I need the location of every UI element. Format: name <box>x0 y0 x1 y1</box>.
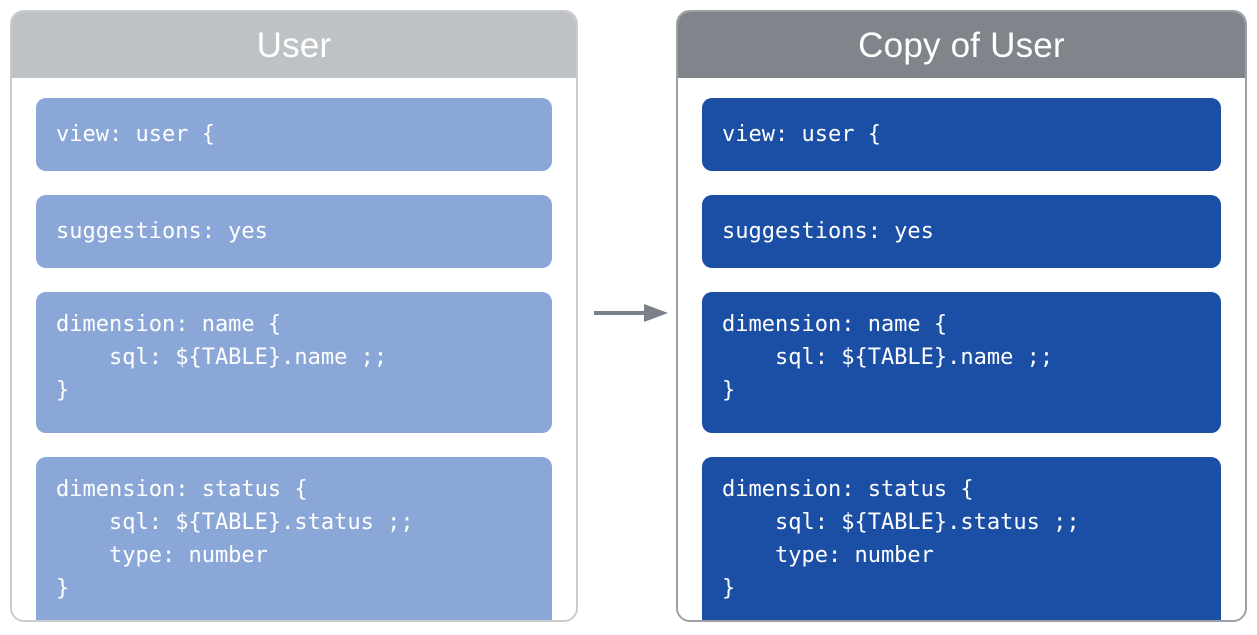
code-block-view-declaration[interactable]: view: user { <box>36 98 552 171</box>
panel-copy-body: view: user { suggestions: yes dimension:… <box>678 78 1245 620</box>
code-block-suggestions[interactable]: suggestions: yes <box>36 195 552 268</box>
code-block-dimension-status[interactable]: dimension: status { sql: ${TABLE}.status… <box>36 457 552 620</box>
code-block-dimension-name[interactable]: dimension: name { sql: ${TABLE}.name ;; … <box>36 292 552 433</box>
code-block-view-declaration[interactable]: view: user { <box>702 98 1221 171</box>
right-arrow-icon <box>594 304 668 322</box>
panel-source-body: view: user { suggestions: yes dimension:… <box>12 78 576 620</box>
panel-source-title: User <box>12 12 576 78</box>
code-block-suggestions[interactable]: suggestions: yes <box>702 195 1221 268</box>
panel-copy-view: Copy of User view: user { suggestions: y… <box>676 10 1247 622</box>
panel-source-view: User view: user { suggestions: yes dimen… <box>10 10 578 622</box>
code-block-dimension-status[interactable]: dimension: status { sql: ${TABLE}.status… <box>702 457 1221 620</box>
panel-copy-title: Copy of User <box>678 12 1245 78</box>
code-block-dimension-name[interactable]: dimension: name { sql: ${TABLE}.name ;; … <box>702 292 1221 433</box>
